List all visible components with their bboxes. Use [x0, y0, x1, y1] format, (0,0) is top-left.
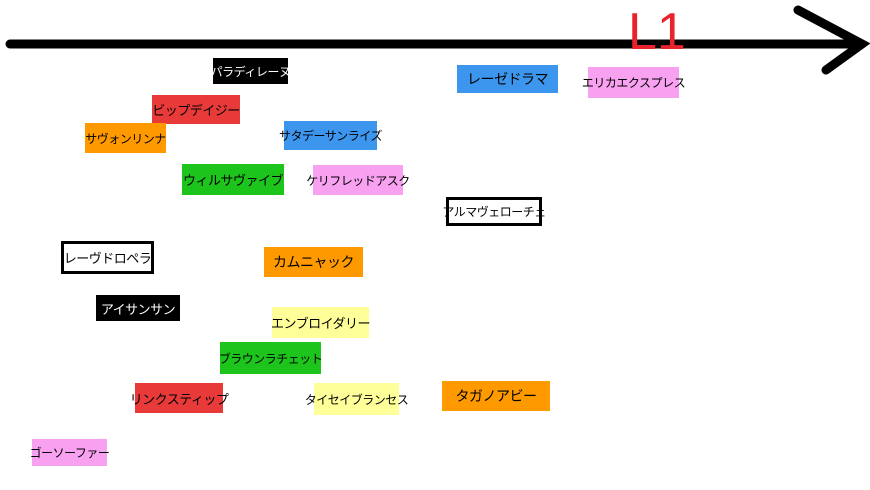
label-aisansan: アイサンサン [96, 295, 180, 321]
label-emprideitary: エンブロイダリー [271, 307, 371, 338]
label-taiseiblanse: タイセイブランセス [305, 383, 409, 415]
label-erikaexpress: エリカエクスプレス [582, 67, 686, 98]
label-linkstip: リンクスティップ [130, 383, 229, 413]
label-willsavive: ウィルサヴァイブ [182, 164, 284, 195]
label-levdoloper: レーヴドロペラ [61, 241, 154, 274]
axis-title: L1 [628, 3, 686, 61]
label-tagano-abbie: タガノアビー [442, 381, 550, 411]
label-almaveloce: アルマヴェローチェ [442, 197, 546, 226]
label-leseddrama: レーゼドラマ [457, 65, 558, 93]
label-keriflredask: ケリフレッドアスク [306, 165, 410, 195]
label-bigdesiree: ビップデイジー [152, 95, 240, 124]
label-saturdaysunrise: サタデーサンライズ [279, 121, 382, 150]
label-gosofar: ゴーソーファー [30, 439, 110, 466]
axis-arrowhead [793, 5, 870, 75]
label-savonlinna: サヴォンリンナ [85, 123, 166, 153]
label-kamunyack: カムニャック [264, 247, 363, 277]
label-paradeillena: パラディレーヌ [211, 58, 291, 84]
label-brownratchet: ブラウンラチェット [219, 342, 323, 374]
